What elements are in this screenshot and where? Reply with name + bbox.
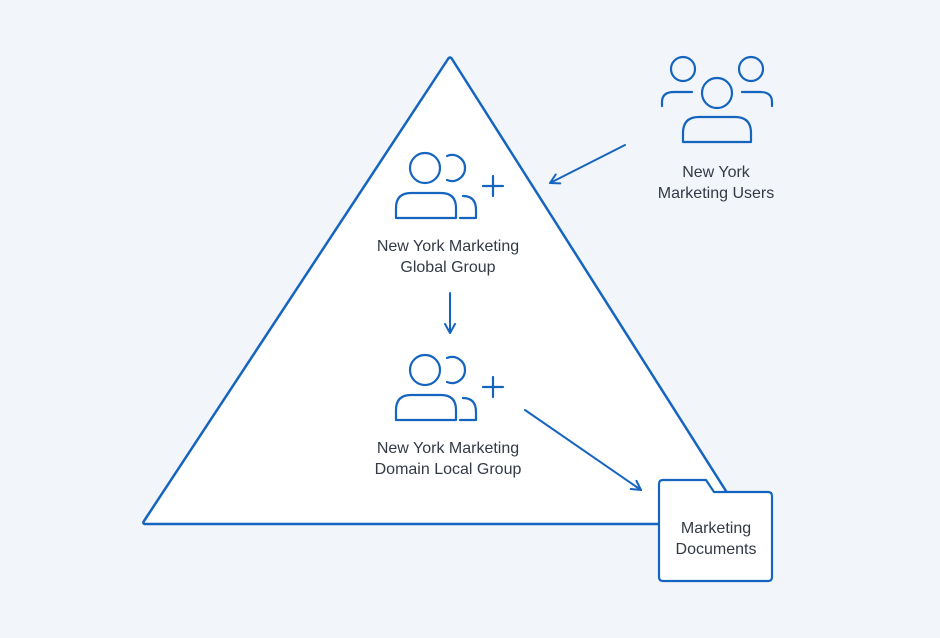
domain-local-group-label-line2: Domain Local Group: [374, 461, 522, 478]
users-label: New York Marketing Users: [616, 162, 816, 204]
user-group-add-icon: [394, 353, 505, 422]
users-icon: [660, 55, 774, 144]
users-label-line2: Marketing Users: [657, 185, 775, 202]
global-group-label: New York Marketing Global Group: [338, 236, 558, 278]
user-group-add-icon: [394, 151, 505, 220]
documents-label: Marketing Documents: [660, 518, 772, 560]
arrow-domain-to-documents: [524, 409, 642, 491]
domain-local-group-label-line1: New York Marketing: [376, 440, 520, 457]
global-group-label-line2: Global Group: [400, 259, 496, 276]
documents-label-line1: Marketing: [680, 520, 752, 537]
arrow-users-to-global: [549, 144, 626, 185]
users-label-line1: New York: [682, 164, 750, 181]
domain-local-group-label: New York Marketing Domain Local Group: [338, 438, 558, 480]
documents-label-line2: Documents: [675, 541, 757, 558]
folder-icon: [657, 478, 774, 583]
global-group-label-line1: New York Marketing: [376, 238, 520, 255]
